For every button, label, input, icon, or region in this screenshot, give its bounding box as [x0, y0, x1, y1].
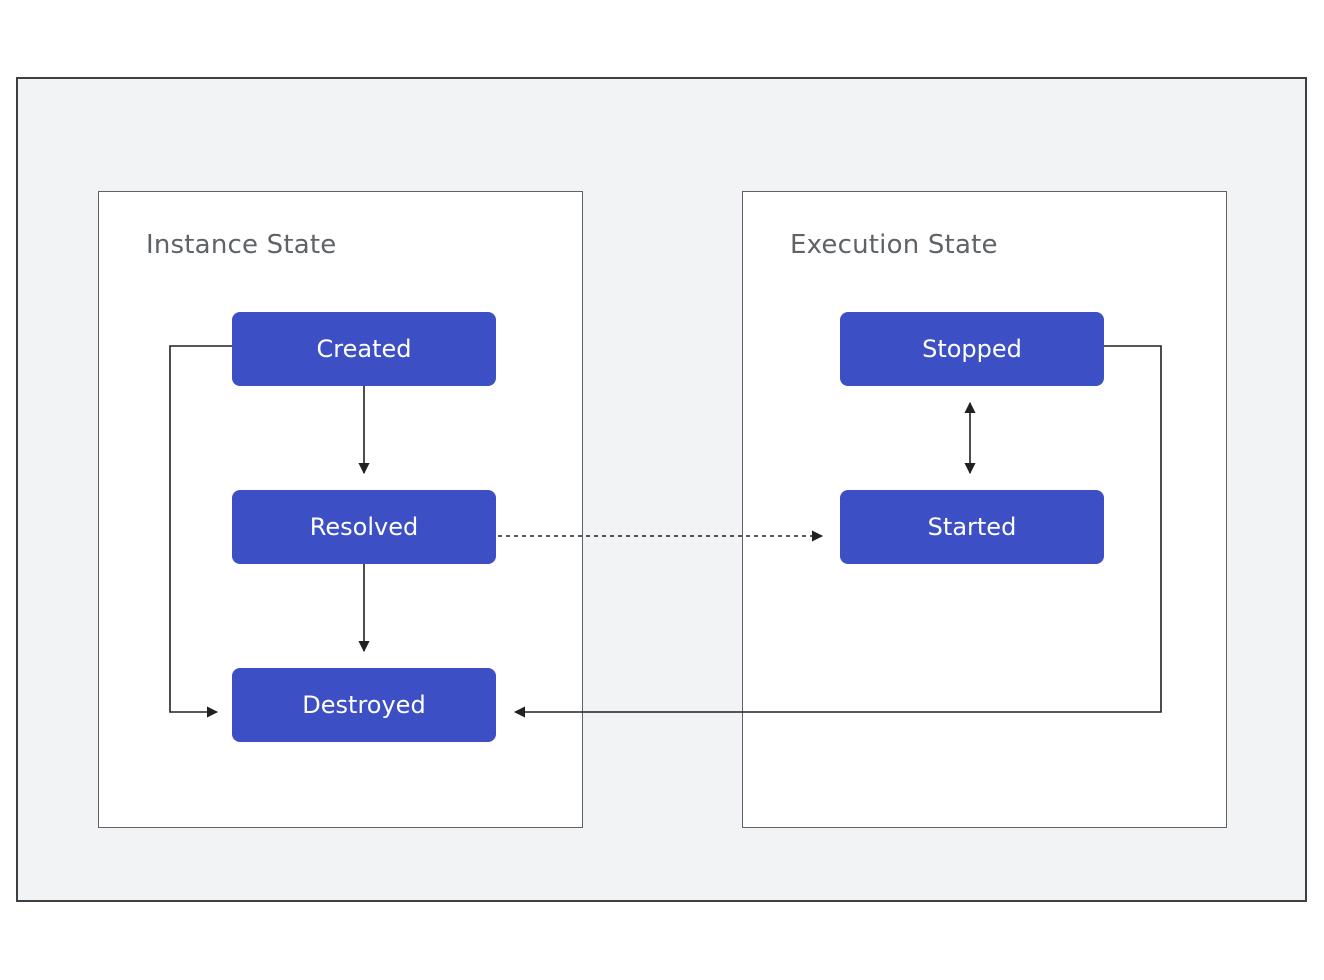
state-resolved[interactable]: Resolved	[232, 490, 496, 564]
state-started[interactable]: Started	[840, 490, 1104, 564]
state-destroyed[interactable]: Destroyed	[232, 668, 496, 742]
state-stopped[interactable]: Stopped	[840, 312, 1104, 386]
state-created[interactable]: Created	[232, 312, 496, 386]
instance-state-title: Instance State	[146, 230, 337, 260]
execution-state-title: Execution State	[790, 230, 998, 260]
